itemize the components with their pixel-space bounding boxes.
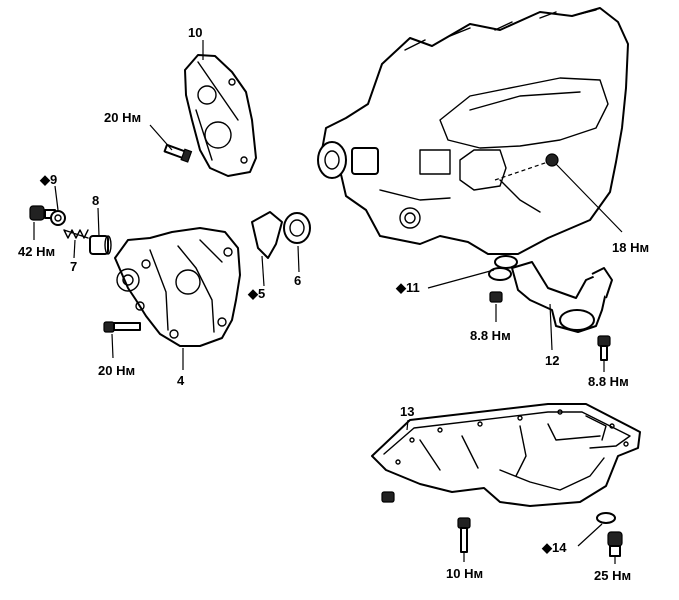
oil-pressure-plug	[545, 153, 559, 167]
relief-valve-plug	[29, 205, 56, 221]
pump-body-bolt-lower	[103, 321, 141, 333]
label-torque-18nm: 18 Нм	[612, 240, 649, 255]
label-part-12: 12	[545, 353, 559, 368]
label-part-10: 10	[188, 25, 202, 40]
label-part-6: 6	[294, 273, 301, 288]
cover-bolt-upper	[163, 143, 193, 163]
label-part-8: 8	[92, 193, 99, 208]
relief-valve-gasket	[50, 210, 66, 226]
label-part-11: ◆11	[395, 280, 420, 295]
pump-gasket	[251, 211, 283, 259]
strainer-bolt	[597, 335, 611, 361]
label-part-13: 13	[400, 404, 414, 419]
label-part-4: 4	[177, 373, 185, 388]
label-torque-42nm: 42 Нм	[18, 244, 55, 259]
strainer-nut	[489, 291, 503, 303]
label-part-7: 7	[70, 259, 77, 274]
label-torque-20nm-upper: 20 Нм	[104, 110, 141, 125]
oil-pan-bolt	[457, 517, 471, 553]
label-part-5: ◆5	[247, 286, 265, 301]
strainer-gasket	[488, 255, 518, 281]
crankshaft-oil-seal	[283, 212, 311, 244]
label-torque-20nm-lower: 20 Нм	[98, 363, 135, 378]
oil-strainer	[511, 261, 613, 333]
oil-pump-body	[114, 227, 241, 347]
label-torque-8-8nm-right: 8.8 Нм	[588, 374, 629, 389]
timing-belt-cover-plate	[184, 54, 257, 177]
drain-plug	[607, 531, 623, 557]
label-torque-25nm: 25 Нм	[594, 568, 631, 583]
oil-pan-nut	[381, 491, 395, 503]
label-part-9: ◆9	[39, 172, 57, 187]
relief-valve-piston	[89, 235, 112, 255]
label-part-14: ◆14	[541, 540, 567, 555]
engine-block	[317, 7, 629, 255]
oil-pan	[371, 403, 641, 507]
drain-plug-gasket	[596, 512, 616, 524]
relief-valve-spring	[63, 229, 89, 239]
label-torque-8-8nm-left: 8.8 Нм	[470, 328, 511, 343]
label-torque-10nm: 10 Нм	[446, 566, 483, 581]
